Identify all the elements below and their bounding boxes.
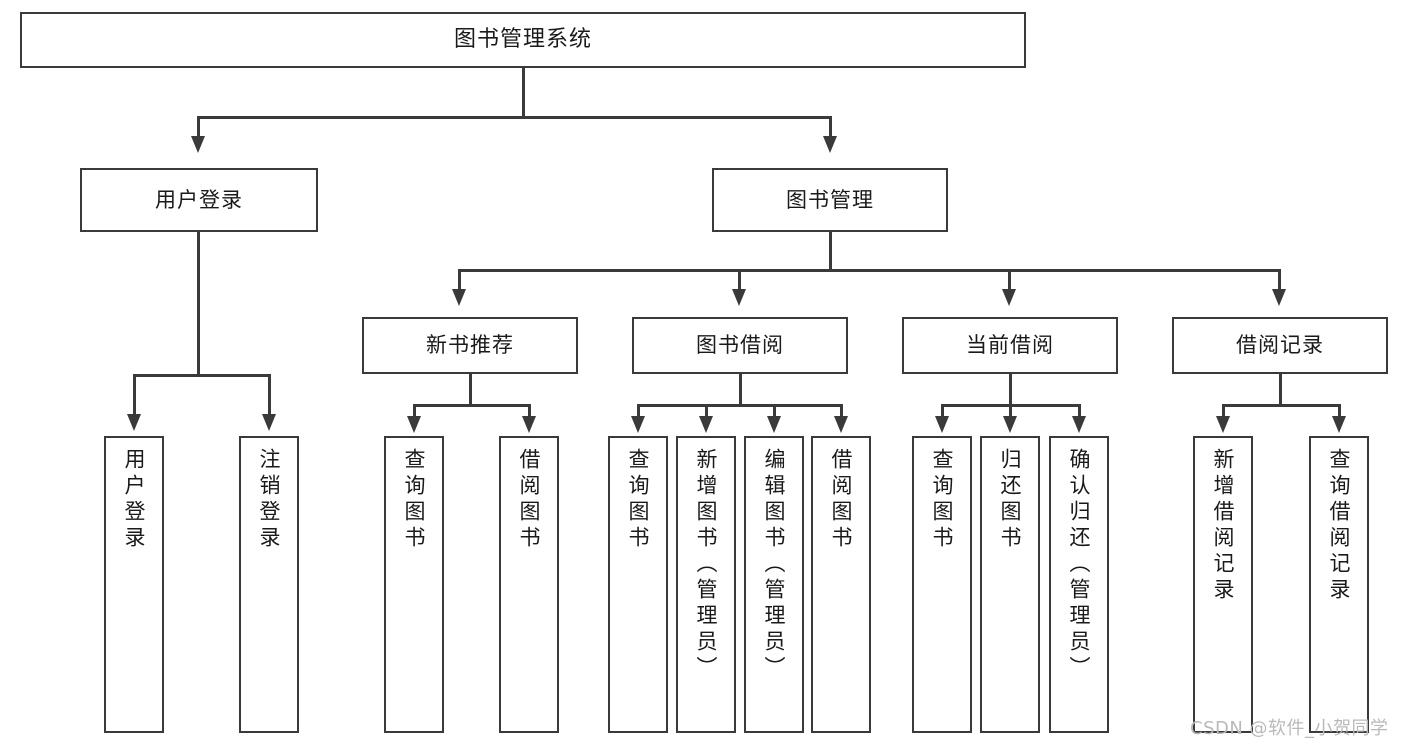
node-label: 确认归还（管理员）: [1067, 448, 1092, 682]
arrowhead-to-bookmgmt: [823, 136, 837, 153]
arrowhead-borrowrecord-leaf1: [1216, 416, 1230, 433]
connector-newbook-leaf1: [413, 404, 416, 418]
connector-bookborrow-stem: [739, 374, 742, 406]
connector-login-bar: [133, 374, 270, 377]
arrowhead-borrowrecord-leaf2: [1332, 416, 1346, 433]
connector-borrowrecord-stem: [1279, 374, 1282, 406]
node-book-management[interactable]: 图书管理: [712, 168, 948, 232]
node-label: 借阅图书: [829, 448, 854, 552]
connector-bookborrow-leaf1: [637, 404, 640, 418]
node-root-system[interactable]: 图书管理系统: [20, 12, 1026, 68]
node-label: 用户登录: [122, 448, 147, 552]
leaf-currentborrow-confirm-return[interactable]: 确认归还（管理员）: [1049, 436, 1109, 733]
node-label: 注销登录: [257, 448, 282, 552]
connector-borrowrecord-leaf2: [1338, 404, 1341, 418]
connector-root-bar: [197, 116, 832, 119]
node-label: 借阅记录: [1236, 333, 1324, 358]
node-label: 查询图书: [626, 448, 651, 552]
node-label: 编辑图书（管理员）: [762, 448, 787, 682]
leaf-logout[interactable]: 注销登录: [239, 436, 299, 733]
leaf-currentborrow-query-book[interactable]: 查询图书: [912, 436, 972, 733]
connector-bookborrow-leaf2: [705, 404, 708, 418]
connector-login-to-leaf2: [268, 374, 271, 416]
connector-newbook-leaf2: [528, 404, 531, 418]
connector-currentborrow-stem: [1009, 374, 1012, 406]
node-book-borrow[interactable]: 图书借阅: [632, 317, 848, 374]
connector-borrowrecord-leaf1: [1222, 404, 1225, 418]
arrowhead-bookborrow-leaf4: [834, 416, 848, 433]
node-label: 图书借阅: [696, 333, 784, 358]
connector-to-book-borrow: [738, 269, 741, 291]
leaf-currentborrow-return-book[interactable]: 归还图书: [980, 436, 1040, 733]
connector-to-new-book: [458, 269, 461, 291]
leaf-user-login[interactable]: 用户登录: [104, 436, 164, 733]
node-label: 当前借阅: [966, 333, 1054, 358]
node-label: 借阅图书: [517, 448, 542, 552]
connector-root-to-login: [197, 116, 200, 138]
node-new-book-recommend[interactable]: 新书推荐: [362, 317, 578, 374]
node-label: 新增图书（管理员）: [694, 448, 719, 682]
node-label: 用户登录: [155, 187, 243, 212]
arrowhead-bookborrow-leaf1: [631, 416, 645, 433]
arrowhead-bookborrow-leaf3: [767, 416, 781, 433]
arrowhead-to-book-borrow: [732, 289, 746, 306]
node-label: 图书管理: [786, 187, 874, 212]
connector-newbook-bar: [413, 404, 530, 407]
leaf-bookborrow-query-book[interactable]: 查询图书: [608, 436, 668, 733]
connector-newbook-stem: [469, 374, 472, 406]
arrowhead-login-leaf2: [262, 414, 276, 431]
connector-currentborrow-leaf2: [1009, 404, 1012, 418]
arrowhead-to-new-book: [452, 289, 466, 306]
connector-login-to-leaf1: [133, 374, 136, 416]
connector-root-stem: [522, 68, 525, 118]
connector-to-current-borrow: [1008, 269, 1011, 291]
connector-borrowrecord-bar: [1222, 404, 1340, 407]
node-label: 查询图书: [930, 448, 955, 552]
connector-bookmgmt-stem: [829, 232, 832, 270]
leaf-newbook-borrow-book[interactable]: 借阅图书: [499, 436, 559, 733]
connector-login-stem: [197, 232, 200, 376]
node-label: 图书管理系统: [453, 27, 592, 53]
arrowhead-currentborrow-leaf2: [1003, 416, 1017, 433]
leaf-bookborrow-edit-book[interactable]: 编辑图书（管理员）: [744, 436, 804, 733]
connector-bookborrow-leaf4: [840, 404, 843, 418]
node-label: 新书推荐: [426, 333, 514, 358]
node-label: 查询借阅记录: [1327, 448, 1352, 604]
connector-level3-bar: [458, 269, 1280, 272]
node-label: 查询图书: [402, 448, 427, 552]
arrowhead-login-leaf1: [127, 414, 141, 431]
connector-currentborrow-leaf1: [941, 404, 944, 418]
leaf-bookborrow-borrow-book[interactable]: 借阅图书: [811, 436, 871, 733]
connector-bookborrow-leaf3: [773, 404, 776, 418]
arrowhead-to-login: [191, 136, 205, 153]
arrowhead-to-borrow-record: [1272, 289, 1286, 306]
leaf-newbook-query-book[interactable]: 查询图书: [384, 436, 444, 733]
node-borrow-record[interactable]: 借阅记录: [1172, 317, 1388, 374]
arrowhead-bookborrow-leaf2: [699, 416, 713, 433]
connector-root-to-bookmgmt: [829, 116, 832, 138]
arrowhead-newbook-leaf1: [407, 416, 421, 433]
connector-currentborrow-leaf3: [1078, 404, 1081, 418]
leaf-borrowrecord-add-record[interactable]: 新增借阅记录: [1193, 436, 1253, 733]
leaf-borrowrecord-query-record[interactable]: 查询借阅记录: [1309, 436, 1369, 733]
arrowhead-to-current-borrow: [1002, 289, 1016, 306]
arrowhead-newbook-leaf2: [522, 416, 536, 433]
node-user-login[interactable]: 用户登录: [80, 168, 318, 232]
node-current-borrow[interactable]: 当前借阅: [902, 317, 1118, 374]
node-label: 归还图书: [998, 448, 1023, 552]
arrowhead-currentborrow-leaf3: [1072, 416, 1086, 433]
node-label: 新增借阅记录: [1211, 448, 1236, 604]
arrowhead-currentborrow-leaf1: [935, 416, 949, 433]
connector-to-borrow-record: [1278, 269, 1281, 291]
leaf-bookborrow-add-book[interactable]: 新增图书（管理员）: [676, 436, 736, 733]
connector-bookborrow-bar: [637, 404, 842, 407]
